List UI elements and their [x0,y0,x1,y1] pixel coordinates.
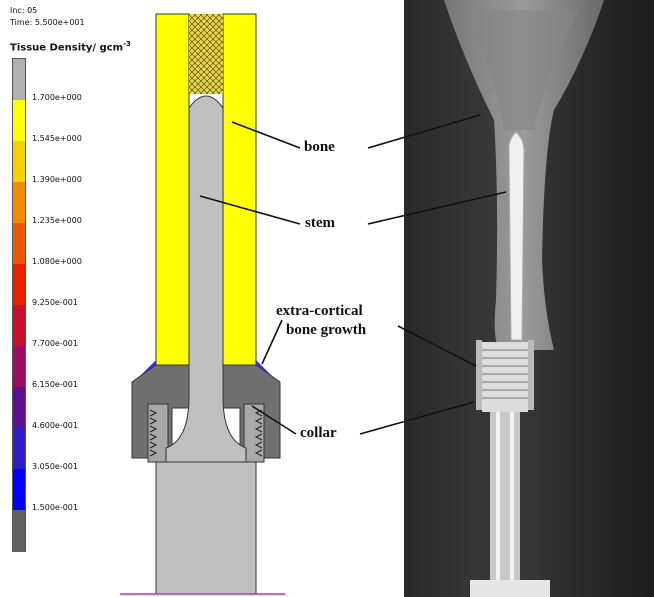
label-growth-line2: bone growth [286,321,366,339]
label-growth-line1: extra-cortical [276,302,363,320]
leader-bone-right [368,115,480,148]
leader-bone-left [232,122,300,148]
leader-growth-right [398,326,476,366]
leader-stem-right [368,192,506,224]
leader-stem-left [200,196,300,224]
label-collar: collar [300,424,337,442]
leader-collar-right [360,402,474,434]
label-bone: bone [304,138,335,156]
leader-growth-left [262,320,282,364]
label-stem: stem [305,214,335,232]
leader-collar-left [252,406,296,434]
